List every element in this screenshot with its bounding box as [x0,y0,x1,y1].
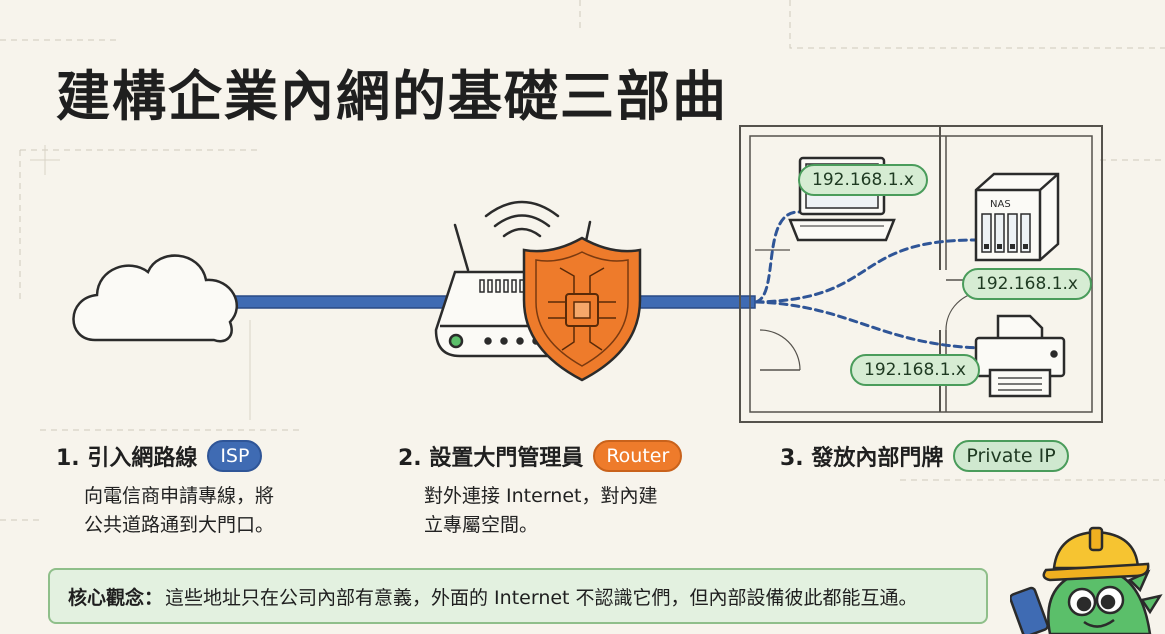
internal-cable [624,295,756,309]
cloud-icon [72,254,238,343]
isp-cable [199,295,461,309]
nas-ip-tag: 192.168.1.x [962,268,1092,300]
shield-icon [522,236,642,382]
laptop-ip-tag: 192.168.1.x [798,164,928,196]
mascot-icon [1010,526,1163,634]
nas-label: NAS [990,199,1011,210]
step-1-title: 1. 引入網路線 [56,446,198,471]
page-title: 建構企業內網的基礎三部曲 [56,65,728,128]
step-1-heading: 1. 引入網路線 ISP [56,440,263,472]
step-2-description: 對外連接 Internet，對內建 立專屬空間。 [424,482,657,540]
core-concept-label: 核心觀念： [68,586,164,609]
step-2-heading: 2. 設置大門管理員 Router [398,440,683,472]
nas-icon [974,172,1060,262]
step-1-desc-line-1: 向電信商申請專線，將 [84,485,275,507]
step-3-heading: 3. 發放內部門牌 Private IP [780,440,1069,472]
step-1-description: 向電信商申請專線，將 公共道路通到大門口。 [84,482,274,540]
step-2-desc-line-1: 對外連接 Internet，對內建 [424,485,658,507]
private-ip-badge: Private IP [953,440,1069,472]
isp-badge: ISP [207,440,263,472]
wifi-icon [484,200,560,238]
lan-connections [754,210,984,350]
printer-ip-tag: 192.168.1.x [850,354,980,386]
core-concept-box: 核心觀念： 這些地址只在公司內部有意義，外面的 Internet 不認識它們，但… [48,568,988,624]
printer-icon [974,314,1066,398]
step-2-title: 2. 設置大門管理員 [398,446,584,471]
step-3-title: 3. 發放內部門牌 [780,446,944,471]
core-concept-text: 這些地址只在公司內部有意義，外面的 Internet 不認識它們，但內部設備彼此… [165,586,918,609]
step-2-desc-line-2: 立專屬空間。 [424,514,539,536]
step-1-desc-line-2: 公共道路通到大門口。 [84,514,275,536]
router-badge: Router [593,440,683,472]
